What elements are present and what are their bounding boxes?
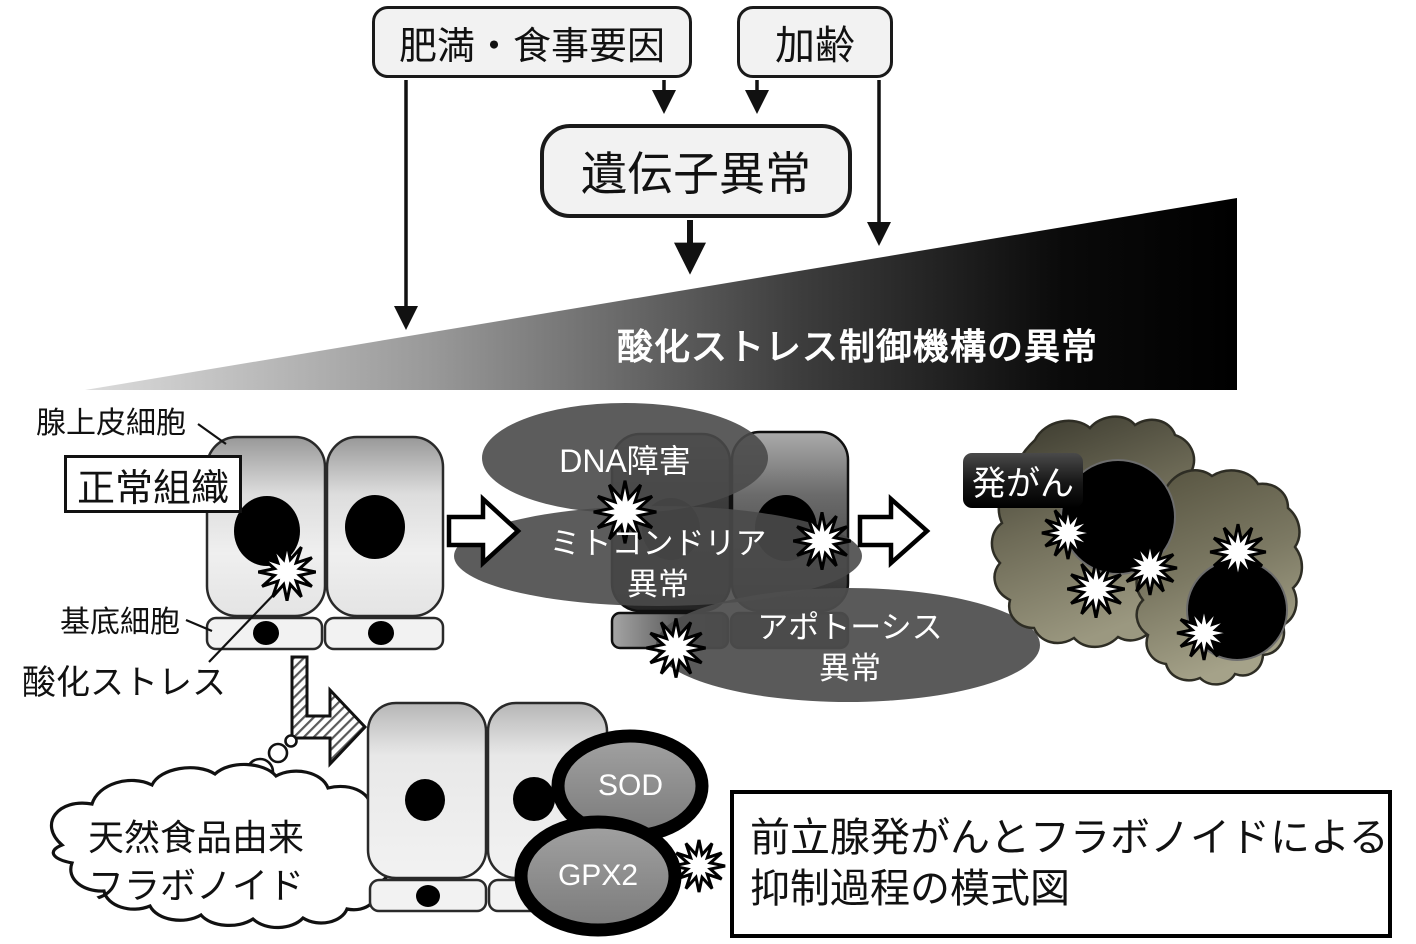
apoptosis-abnormality-ellipse xyxy=(656,588,1040,702)
label-oxidative-stress: 酸化ストレス xyxy=(22,664,226,702)
box-obesity-diet-factor: 肥満・食事要因 xyxy=(372,6,692,78)
stage-transition-arrows xyxy=(446,493,931,569)
box-normal-tissue: 正常組織 xyxy=(64,455,242,513)
oxidative-stress-wedge xyxy=(85,198,1237,390)
apoptosis-label-line2: 異常 xyxy=(819,650,881,686)
caption-line2: 抑制過程の模式図 xyxy=(750,867,1070,911)
block-arrow-damaged-to-cancer xyxy=(857,493,931,569)
caption-line1: 前立腺発がんとフラボノイドによる xyxy=(750,815,1389,860)
label-gland-epithelial-cell: 腺上皮細胞 xyxy=(36,407,186,440)
flow-arrows xyxy=(394,80,891,330)
sod-label: SOD xyxy=(597,769,663,802)
abnormality-ellipses xyxy=(454,403,1040,702)
leader-lines xyxy=(185,423,280,663)
mitochondria-abnormality-ellipse xyxy=(454,506,862,606)
enzyme-ellipses xyxy=(514,729,709,937)
gpx2-label: GPX2 xyxy=(557,859,639,892)
hatched-elbow-arrow xyxy=(290,655,368,768)
ellipse-mitochondria-abnormality-label: ミトコンドリア 異常 xyxy=(458,524,858,606)
cloud-label-line1: 天然食品由来 xyxy=(87,817,304,858)
label-basal-cell: 基底細胞 xyxy=(60,606,180,639)
box-genetic-abnormality: 遺伝子異常 xyxy=(540,124,852,218)
cloud-flavonoid-label: 天然食品由来 フラボノイド xyxy=(30,814,362,910)
caption-box: 前立腺発がんとフラボノイドによる 抑制過程の模式図 xyxy=(730,790,1392,938)
cancer-cell-blobs xyxy=(990,415,1304,686)
label-carcinogenesis: 発がん xyxy=(963,453,1083,508)
ellipse-dna-damage-label: DNA障害 xyxy=(559,443,691,479)
box-aging: 加齢 xyxy=(737,6,893,78)
block-arrow-normal-to-damaged xyxy=(446,493,522,569)
mitochondria-label-line2: 異常 xyxy=(627,566,689,602)
apoptosis-label-line1: アポトーシス xyxy=(757,610,943,645)
normal-epithelial-cells xyxy=(205,435,445,618)
wedge-label: 酸化ストレス制御機構の異常 xyxy=(616,326,1098,367)
normal-basal-cells xyxy=(205,616,445,651)
cloud-label-line2: フラボノイド xyxy=(87,864,304,906)
gpx2-ellipse xyxy=(514,815,682,937)
dna-damage-ellipse xyxy=(482,403,768,513)
mitochondria-label-line1: ミトコンドリア xyxy=(549,526,767,561)
ellipse-apoptosis-abnormality-label: アポトーシス 異常 xyxy=(658,608,1042,690)
